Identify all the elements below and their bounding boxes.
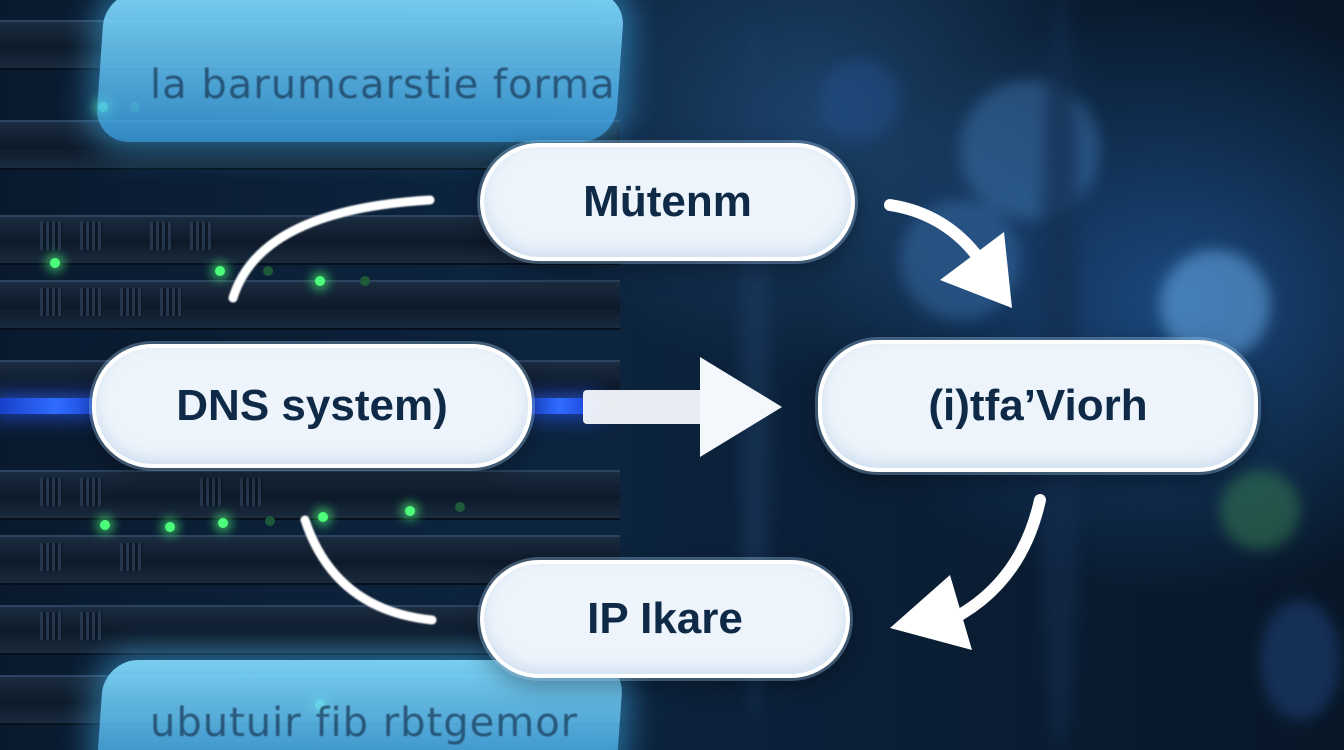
bottom-banner-text: ubutuir fib rbtgemor bbox=[150, 700, 579, 746]
node-ip: IP Ikare bbox=[480, 560, 850, 678]
arc-left-to-top bbox=[228, 195, 435, 303]
node-right-label: (i)tfa’Viorh bbox=[928, 381, 1148, 430]
node-top-label: Mütenm bbox=[583, 177, 752, 226]
top-banner-text: la barumcarstie forma bbox=[150, 62, 616, 108]
node-right: (i)tfa’Viorh bbox=[818, 340, 1258, 472]
arc-left-to-bottom bbox=[300, 515, 437, 625]
node-ip-label: IP Ikare bbox=[587, 594, 743, 643]
arrow-top-to-right bbox=[884, 199, 1012, 308]
arrow-right-to-bottom bbox=[890, 494, 1046, 650]
node-dns-system: DNS system) bbox=[92, 344, 532, 468]
node-top: Mütenm bbox=[480, 143, 855, 261]
arrow-left-to-right bbox=[583, 357, 782, 457]
node-dns-system-label: DNS system) bbox=[176, 381, 448, 430]
